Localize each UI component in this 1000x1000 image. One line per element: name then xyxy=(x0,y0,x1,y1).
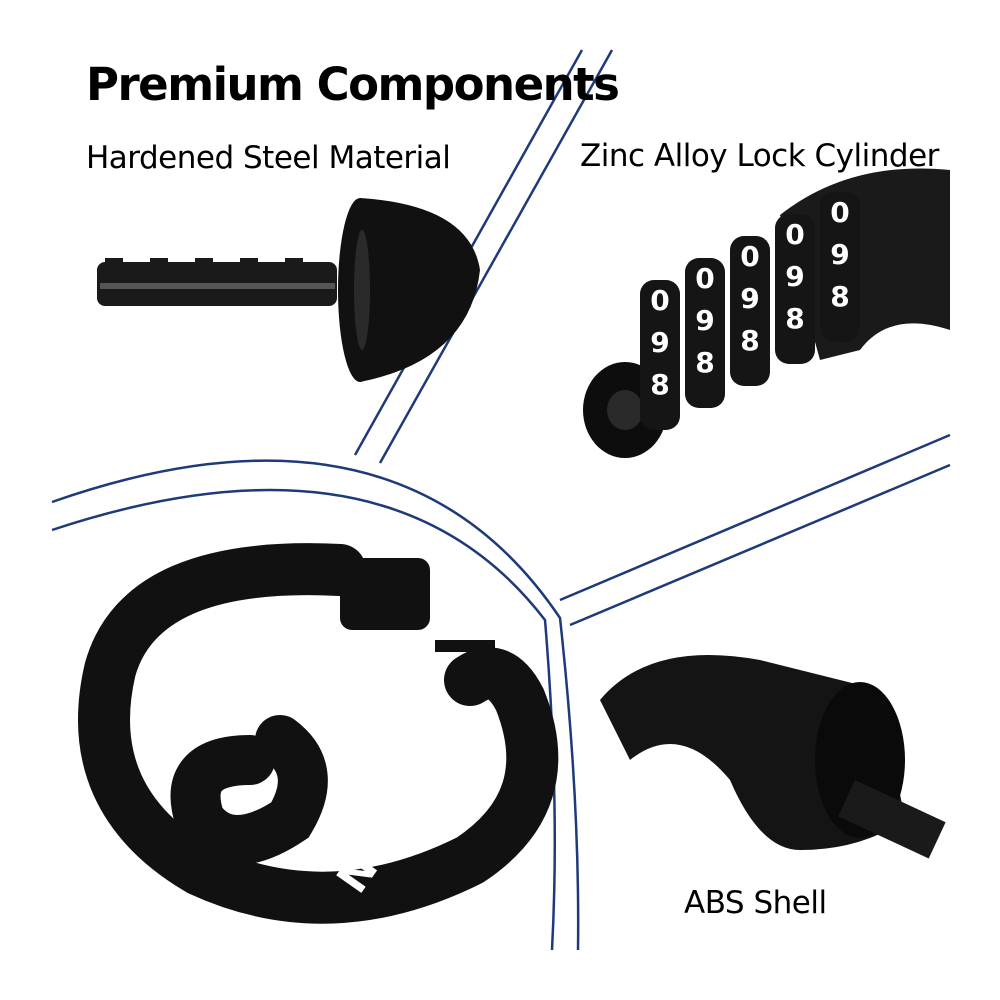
label-abs: ABS Shell xyxy=(684,885,827,921)
dial-wheel xyxy=(640,280,680,430)
dial-wheel xyxy=(820,192,860,342)
dial-wheel xyxy=(775,214,815,364)
dial-digit: 9 xyxy=(740,282,759,315)
shell-curve xyxy=(360,198,480,382)
mini-shank xyxy=(435,640,495,652)
divider-diagonal-right xyxy=(378,49,614,464)
dial-digit: 9 xyxy=(830,238,849,271)
cable-loop-inner xyxy=(170,715,328,865)
dial-digit: 8 xyxy=(785,302,804,335)
page-title: Premium Components xyxy=(86,58,620,111)
dial-wheel xyxy=(730,236,770,386)
mini-dial-block xyxy=(340,558,430,630)
cable-loop-outer xyxy=(78,543,559,924)
abs-shank xyxy=(838,780,946,859)
dial-digit: 9 xyxy=(650,326,669,359)
label-steel: Hardened Steel Material xyxy=(86,140,451,176)
dial-digit: 8 xyxy=(650,368,669,401)
dial-digit: 0 xyxy=(650,284,669,317)
dial-digit: 0 xyxy=(830,196,849,229)
divider-lines xyxy=(51,49,951,951)
dial-digit: 9 xyxy=(785,260,804,293)
dial-digit: 0 xyxy=(785,218,804,251)
cable-lock-illustration: NDakter xyxy=(78,543,559,924)
dial-digit: 8 xyxy=(830,280,849,313)
dial-wheel xyxy=(685,258,725,408)
dial-digit: 8 xyxy=(740,324,759,357)
abs-shell-illustration xyxy=(600,655,946,859)
dial-digit: 8 xyxy=(695,346,714,379)
divider-arc-inner xyxy=(51,459,580,951)
dial-digit: 0 xyxy=(695,262,714,295)
shank-highlight xyxy=(100,283,335,289)
dial-digit: 9 xyxy=(695,304,714,337)
dial-digit: 0 xyxy=(740,240,759,273)
steel-shank-illustration xyxy=(97,198,480,382)
divider-diagonal-lower-1 xyxy=(559,433,951,602)
label-zinc: Zinc Alloy Lock Cylinder xyxy=(580,138,939,174)
divider-arc-outer xyxy=(51,488,557,951)
divider-diagonal-lower-2 xyxy=(569,463,951,627)
